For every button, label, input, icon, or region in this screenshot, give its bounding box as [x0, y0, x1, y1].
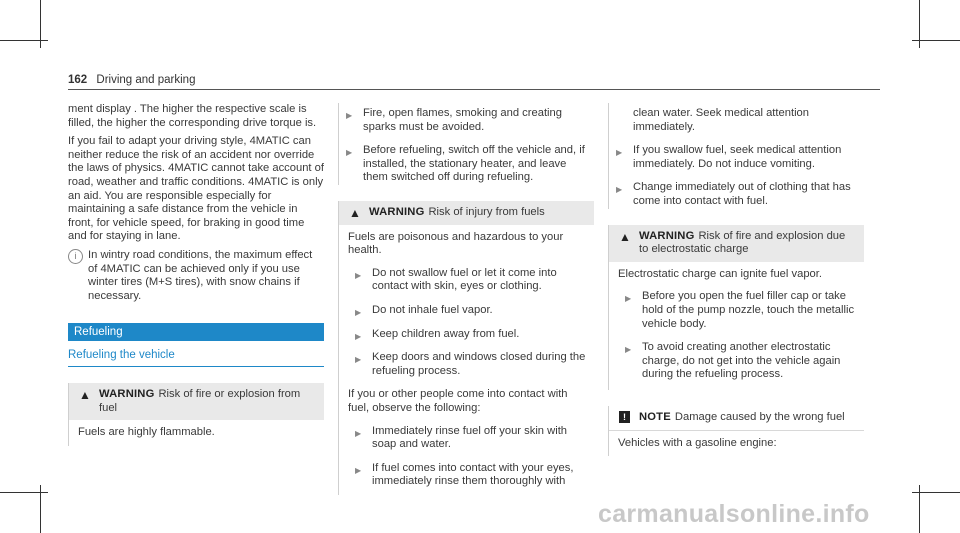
paragraph: clean water. Seek medical attention imme…: [633, 107, 809, 133]
paragraph: If you or other people come into contact…: [348, 388, 568, 414]
note-text: Vehicles with a gasoline engine:: [618, 436, 777, 449]
crop-mark: [40, 485, 41, 533]
warning-text: Fuels are highly flammable.: [78, 426, 215, 439]
bullet-arrow-icon: ▶: [355, 331, 362, 341]
crop-mark: [919, 0, 920, 48]
page-header: 162 Driving and parking: [68, 74, 195, 86]
note-title: Damage caused by the wrong fuel: [674, 410, 845, 423]
warning-label: WARNING: [99, 387, 155, 400]
warning-icon: ▲: [79, 387, 91, 402]
tip-text: In wintry road conditions, the maximum e…: [88, 248, 313, 302]
bullet-arrow-icon: ▶: [616, 148, 623, 158]
note-icon: !: [619, 410, 630, 423]
watermark: carmanualsonline.info: [598, 500, 870, 528]
bullet-arrow-icon: ▶: [355, 465, 362, 475]
tip: i In wintry road conditions, the maximum…: [68, 248, 324, 303]
list-item: ▶Before refueling, switch off the vehicl…: [346, 144, 585, 184]
bullet-arrow-icon: ▶: [355, 355, 362, 365]
warning-label: WARNING: [369, 205, 425, 218]
warning-label: WARNING: [639, 229, 695, 242]
bullet-arrow-icon: ▶: [625, 345, 632, 355]
list-item: ▶To avoid creating another electrostatic…: [625, 341, 841, 381]
subsection-heading: Refueling the vehicle: [68, 349, 324, 367]
list-item: ▶Keep children away from fuel.: [348, 328, 586, 342]
column-3: clean water. Seek medical attention imme…: [608, 103, 864, 457]
bullet-arrow-icon: ▶: [346, 148, 353, 158]
page-number: 162: [68, 74, 88, 86]
warning-title: Risk of fire or explosion from fuel: [99, 387, 301, 414]
list-item: ▶Fire, open flames, smoking and creating…: [346, 107, 562, 133]
crop-mark: [40, 0, 41, 48]
crop-mark: [912, 40, 960, 41]
list-item: ▶Keep doors and windows closed during th…: [355, 351, 586, 377]
list-item: ▶Do not swallow fuel or let it come into…: [355, 266, 557, 293]
warning-title: Risk of fire and explosion due to electr…: [639, 229, 846, 256]
column-2: ▶Fire, open flames, smoking and creating…: [338, 103, 594, 495]
list-item: ▶If fuel comes into contact with your ey…: [355, 461, 574, 488]
bullet-arrow-icon: ▶: [355, 270, 362, 280]
warning-text: Fuels are poisonous and hazardous to you…: [348, 230, 564, 257]
warning-continuation: ▶Fire, open flames, smoking and creating…: [338, 103, 594, 185]
warning-icon: ▲: [349, 205, 361, 220]
bullet-arrow-icon: ▶: [616, 185, 623, 195]
header-divider: [68, 89, 880, 90]
paragraph: ment display . The higher the respective…: [68, 103, 317, 129]
warning-title: Risk of injury from fuels: [428, 205, 545, 218]
bullet-arrow-icon: ▶: [346, 111, 353, 120]
bullet-arrow-icon: ▶: [625, 294, 632, 304]
paragraph: If you fail to adapt your driving style,…: [68, 135, 324, 243]
warning-text: Electrostatic charge can ignite fuel vap…: [618, 267, 822, 280]
list-item: ▶Do not inhale fuel vapor.: [348, 304, 586, 318]
list-item: ▶If you swallow fuel, seek medical atten…: [616, 144, 842, 170]
crop-mark: [919, 485, 920, 533]
list-item: ▶Before you open the fuel filler cap or …: [625, 290, 855, 330]
crop-mark: [912, 492, 960, 493]
column-1: ment display . The higher the respective…: [68, 103, 324, 446]
chapter-title: Driving and parking: [96, 74, 196, 86]
info-icon: i: [68, 248, 83, 264]
bullet-arrow-icon: ▶: [355, 428, 362, 438]
crop-mark: [0, 40, 48, 41]
bullet-arrow-icon: ▶: [355, 307, 362, 317]
warning-continuation: clean water. Seek medical attention imme…: [608, 103, 864, 209]
list-item: ▶Immediately rinse fuel off your skin wi…: [355, 424, 568, 451]
warning-icon: ▲: [619, 229, 631, 244]
crop-mark: [0, 492, 48, 493]
note-label: NOTE: [639, 410, 671, 423]
section-heading: Refueling: [68, 323, 324, 342]
list-item: ▶Change immediately out of clothing that…: [616, 181, 851, 207]
